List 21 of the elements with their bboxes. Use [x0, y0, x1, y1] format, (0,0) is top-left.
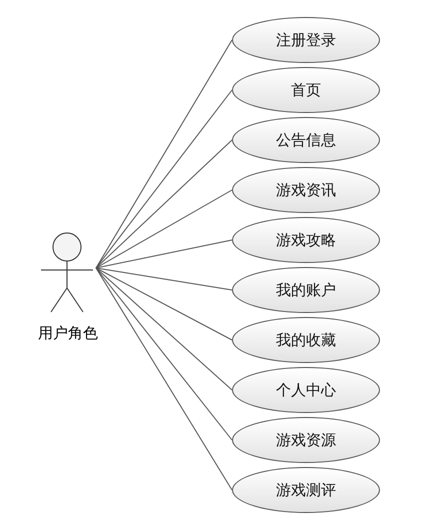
use-case-ellipse: 游戏测评 [232, 467, 380, 513]
use-case-ellipse: 注册登录 [232, 17, 380, 63]
connector-line [96, 268, 232, 390]
connector-line [96, 268, 232, 490]
use-case-ellipse: 我的收藏 [232, 317, 380, 363]
connector-line [96, 268, 232, 440]
use-case-ellipse: 个人中心 [232, 367, 380, 413]
connector-line [96, 190, 232, 268]
connector-line [96, 268, 232, 290]
connector-line [96, 140, 232, 268]
actor-label: 用户角色 [37, 324, 99, 343]
use-case-ellipse: 首页 [232, 67, 380, 113]
use-case-ellipse: 游戏资讯 [232, 167, 380, 213]
connector-line [96, 40, 232, 268]
connector-line [96, 268, 232, 340]
use-case-ellipse: 我的账户 [232, 267, 380, 313]
use-case-ellipse: 公告信息 [232, 117, 380, 163]
use-case-ellipse: 游戏资源 [232, 417, 380, 463]
use-case-ellipse: 游戏攻略 [232, 217, 380, 263]
connector-line [96, 90, 232, 268]
connector-line [96, 240, 232, 268]
